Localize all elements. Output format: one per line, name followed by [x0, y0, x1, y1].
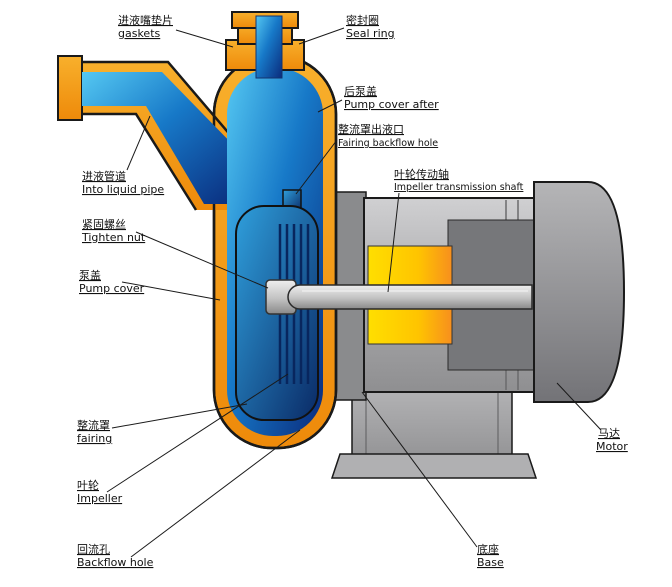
- label-seal-ring-en: Seal ring: [346, 27, 395, 40]
- label-pump-cover-zh: 泵盖: [79, 268, 101, 282]
- inlet-pipe-top-edge: [80, 60, 239, 145]
- leader-fairing-outlet: [295, 139, 338, 195]
- label-pump-cover-after-en: Pump cover after: [344, 98, 439, 111]
- label-impeller-shaft-en: Impeller transmission shaft: [394, 182, 524, 193]
- leader-seal-ring: [298, 27, 345, 45]
- label-fairing-outlet-en: Fairing backflow hole: [338, 138, 438, 149]
- label-base-zh: 底座: [477, 542, 499, 556]
- leader-motor: [556, 382, 602, 431]
- label-impeller-zh: 叶轮: [77, 478, 99, 492]
- label-fairing-en: fairing: [77, 432, 112, 445]
- motor-end-cap: [533, 181, 626, 403]
- base-foot: [330, 453, 538, 479]
- label-base-en: Base: [477, 556, 504, 569]
- label-motor-en: Motor: [596, 440, 628, 453]
- leader-pump-cover-after: [317, 99, 343, 113]
- pump-body-group: [57, 11, 338, 450]
- label-pump-cover-after-zh: 后泵盖: [344, 84, 377, 98]
- inlet-pipe-liquid: [82, 72, 240, 204]
- base-pedestal: [351, 385, 513, 461]
- label-tighten-nut-en: Tighten nut: [81, 231, 146, 244]
- leader-pump-cover: [121, 281, 221, 301]
- label-into-liquid-pipe-en: Into liquid pipe: [82, 183, 164, 196]
- leader-impeller: [106, 373, 289, 493]
- label-backflow-hole-zh: 回流孔: [77, 542, 110, 556]
- leader-base: [361, 391, 478, 548]
- base-assembly: [330, 385, 538, 479]
- inlet-pipe-bottom-edge: [80, 112, 198, 211]
- nozzle-liquid-channel: [255, 15, 283, 79]
- label-pump-cover-en: Pump cover: [79, 282, 145, 295]
- leader-lines: [106, 27, 602, 558]
- label-gaskets-en: gaskets: [118, 27, 161, 40]
- label-into-liquid-pipe-zh: 进液管道: [82, 169, 126, 183]
- leader-impeller-shaft: [387, 192, 400, 293]
- label-fairing-zh: 整流罩: [77, 418, 110, 432]
- label-impeller-shaft-zh: 叶轮传动轴: [394, 167, 449, 181]
- leader-into-liquid-pipe: [126, 115, 151, 171]
- label-fairing-outlet-zh: 整流罩出液口: [338, 122, 404, 136]
- impeller-transmission-shaft: [287, 284, 533, 310]
- label-backflow-hole-en: Backflow hole: [77, 556, 154, 569]
- label-gaskets-zh: 进液嘴垫片: [118, 13, 173, 27]
- labels: 进液嘴垫片 gaskets 密封圈 Seal ring 后泵盖 Pump cov…: [77, 13, 628, 569]
- leader-gaskets: [175, 29, 234, 48]
- label-impeller-en: Impeller: [77, 492, 123, 505]
- label-tighten-nut-zh: 紧固螺丝: [82, 218, 126, 231]
- leader-backflow-hole: [130, 429, 301, 558]
- leader-fairing: [111, 403, 248, 429]
- label-motor-zh: 马达: [598, 427, 620, 440]
- label-seal-ring-zh: 密封圈: [346, 13, 379, 27]
- leader-tighten-nut: [135, 231, 269, 289]
- inlet-flange: [57, 55, 83, 121]
